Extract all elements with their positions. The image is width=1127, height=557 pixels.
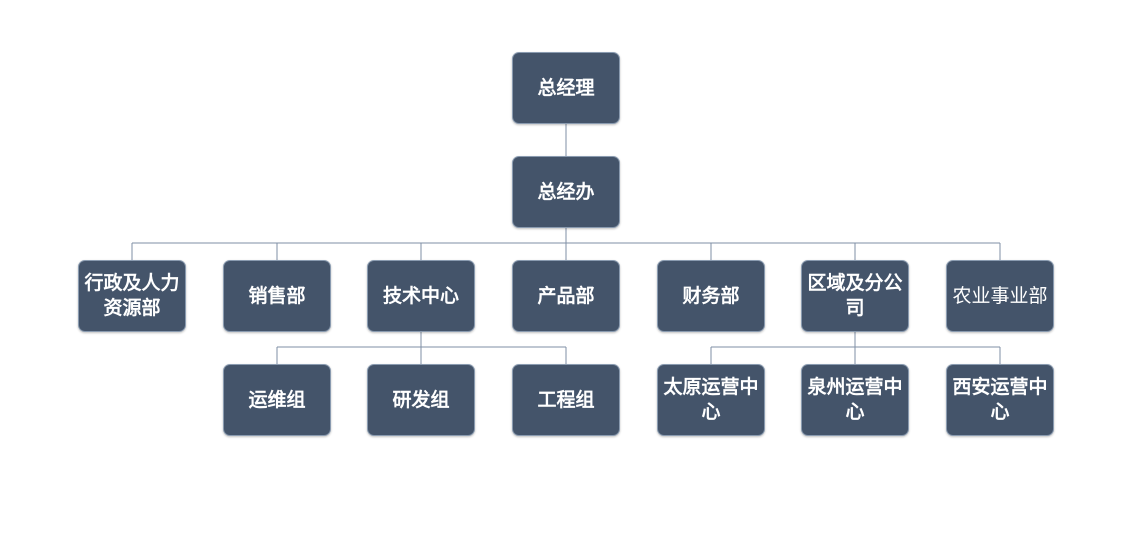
node-label: 太原运营中心 (663, 376, 759, 423)
node-agriculture-division[interactable]: 农业事业部 (946, 260, 1054, 332)
node-label: 财务部 (682, 284, 740, 307)
node-label: 产品部 (537, 284, 595, 307)
node-ops-group[interactable]: 运维组 (223, 364, 331, 436)
node-label: 运维组 (248, 388, 306, 411)
node-product[interactable]: 产品部 (512, 260, 620, 332)
node-admin-hr[interactable]: 行政及人力资源部 (78, 260, 186, 332)
node-quanzhou-center[interactable]: 泉州运营中心 (801, 364, 909, 436)
node-rnd-group[interactable]: 研发组 (367, 364, 475, 436)
node-sales[interactable]: 销售部 (223, 260, 331, 332)
node-label: 总经理 (537, 76, 595, 99)
node-label: 泉州运营中心 (807, 376, 903, 423)
node-label: 西安运营中心 (952, 376, 1048, 423)
node-label: 研发组 (392, 388, 450, 411)
node-label: 区域及分公司 (807, 272, 903, 319)
node-finance[interactable]: 财务部 (657, 260, 765, 332)
node-general-manager[interactable]: 总经理 (512, 52, 620, 124)
node-engineering-group[interactable]: 工程组 (512, 364, 620, 436)
node-label: 工程组 (537, 388, 595, 411)
node-taiyuan-center[interactable]: 太原运营中心 (657, 364, 765, 436)
node-regional-branches[interactable]: 区域及分公司 (801, 260, 909, 332)
node-label: 销售部 (248, 284, 306, 307)
node-label: 农业事业部 (952, 284, 1048, 307)
node-xian-center[interactable]: 西安运营中心 (946, 364, 1054, 436)
node-label: 技术中心 (382, 284, 459, 307)
node-label: 总经办 (537, 180, 595, 203)
node-tech-center[interactable]: 技术中心 (367, 260, 475, 332)
node-general-manager-office[interactable]: 总经办 (512, 156, 620, 228)
node-label: 行政及人力资源部 (84, 272, 180, 319)
